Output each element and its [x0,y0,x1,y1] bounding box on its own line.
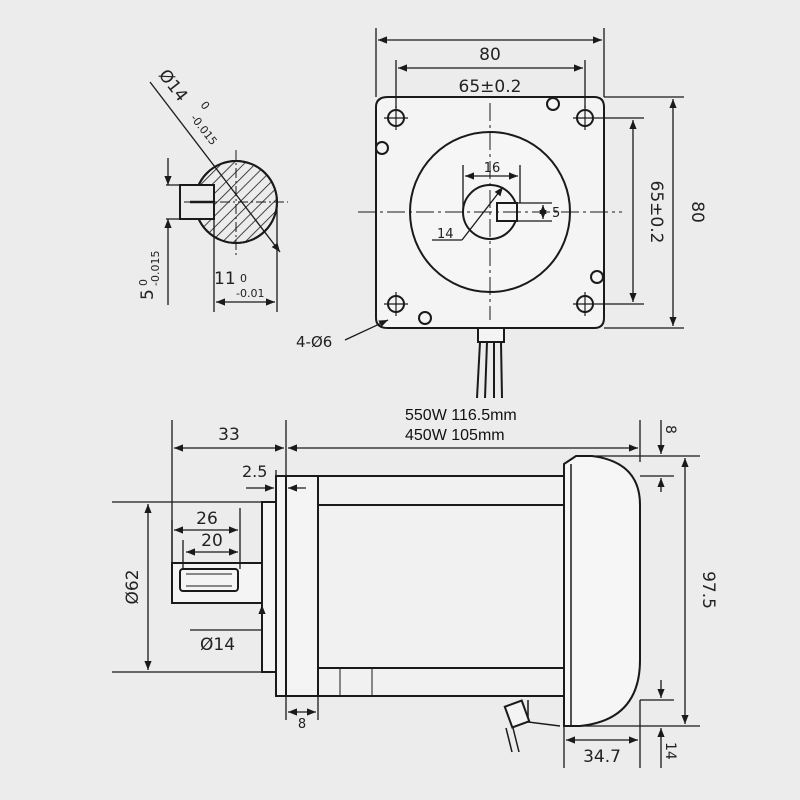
mount-hole-bottom-right [573,292,597,316]
dim-flange-gap: 2.5 [242,462,267,481]
section-key-tol-upper: 0 [137,279,150,286]
side-body [317,475,565,697]
note-450w-length: 450W 105mm [405,427,505,444]
side-view: 550W 116.5mm 450W 105mm 33 2.5 26 20 Ø62… [112,407,718,768]
screw-hole [375,141,389,155]
section-key-label: 5 [138,289,158,300]
side-flange-ring [285,475,319,697]
dim-hole-spacing-h: 65±0.2 [459,77,522,97]
dim-shaft-dia: 14 [437,227,454,242]
front-view: 80 65±0.2 80 65±0.2 16 5 14 4-Ø6 [296,28,707,399]
side-pilot [261,501,277,673]
dim-pilot-dia: Ø62 [123,569,143,604]
dim-cap-top-offset: 8 [662,425,678,434]
dim-side-shaft-dia: Ø14 [200,635,235,655]
dim-height-overall: 80 [687,201,707,223]
dim-cap-bottom-offset: 14 [662,742,678,760]
side-wire-gland [503,699,561,753]
section-depth-label: 11 [214,269,236,289]
dim-key-depth: 5 [552,206,560,221]
side-end-cap [563,455,641,727]
dim-width-overall: 80 [479,45,501,65]
dim-key-width: 16 [484,161,501,176]
dim-key-length: 26 [196,509,218,529]
screw-hole [418,311,432,325]
label-mount-holes: 4-Ø6 [296,333,332,351]
section-key-tol-lower: -0.015 [149,251,162,286]
mount-hole-top-right [573,106,597,130]
mount-hole-top-left [384,106,408,130]
dim-cap-depth: 34.7 [583,747,621,767]
shaft-cross-section: Ø14 0 -0.015 5 0 -0.015 11 0 -0.01 [137,66,288,312]
dim-hole-spacing-v: 65±0.2 [646,181,666,244]
side-flange [275,475,287,697]
screw-hole [590,270,604,284]
section-depth-tol-lower: -0.01 [236,287,264,300]
dim-shaft-length: 33 [218,425,240,445]
dim-key-inner: 20 [201,531,223,551]
mount-hole-bottom-left [384,292,408,316]
dim-flange-thickness: 8 [298,717,306,732]
dim-body-height: 97.5 [698,571,718,609]
lead-wires [476,327,505,399]
screw-hole [546,97,560,111]
note-550w-length: 550W 116.5mm [405,407,517,424]
side-keyway [179,568,239,592]
section-depth-tol-upper: 0 [240,272,247,285]
